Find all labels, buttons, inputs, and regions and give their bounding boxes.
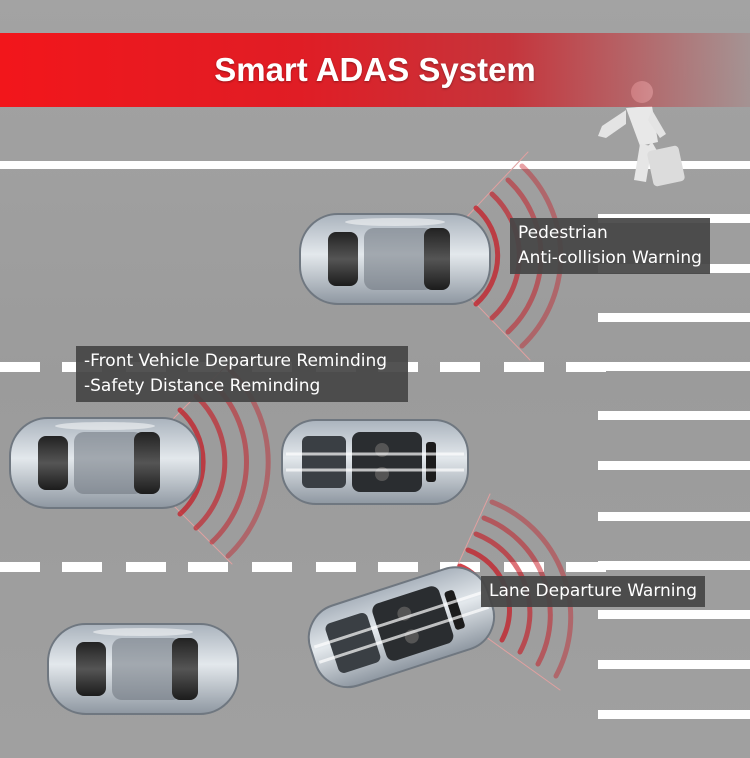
title-banner [0, 33, 750, 107]
car-bottom-convertible [298, 557, 505, 698]
car-top [299, 213, 491, 305]
lane-label-text: Lane Departure Warning [489, 581, 698, 601]
front-vehicle-label: -Front Vehicle Departure Reminding -Safe… [76, 346, 408, 402]
page-title: Smart ADAS System [214, 51, 536, 88]
pedestrian-label-line2: Anti-collision Warning [518, 248, 702, 268]
front-label-line2: -Safety Distance Reminding [84, 376, 321, 396]
car-left [9, 417, 201, 509]
front-label-line1: -Front Vehicle Departure Reminding [84, 351, 388, 371]
lane-departure-label: Lane Departure Warning [481, 576, 706, 607]
car-center-convertible [280, 418, 470, 506]
pedestrian-warning-label: Pedestrian Anti-collision Warning [510, 218, 710, 274]
pedestrian-label-line1: Pedestrian [518, 223, 608, 243]
pedestrian-with-suitcase-icon [598, 81, 685, 187]
car-bottom-left [47, 623, 239, 715]
